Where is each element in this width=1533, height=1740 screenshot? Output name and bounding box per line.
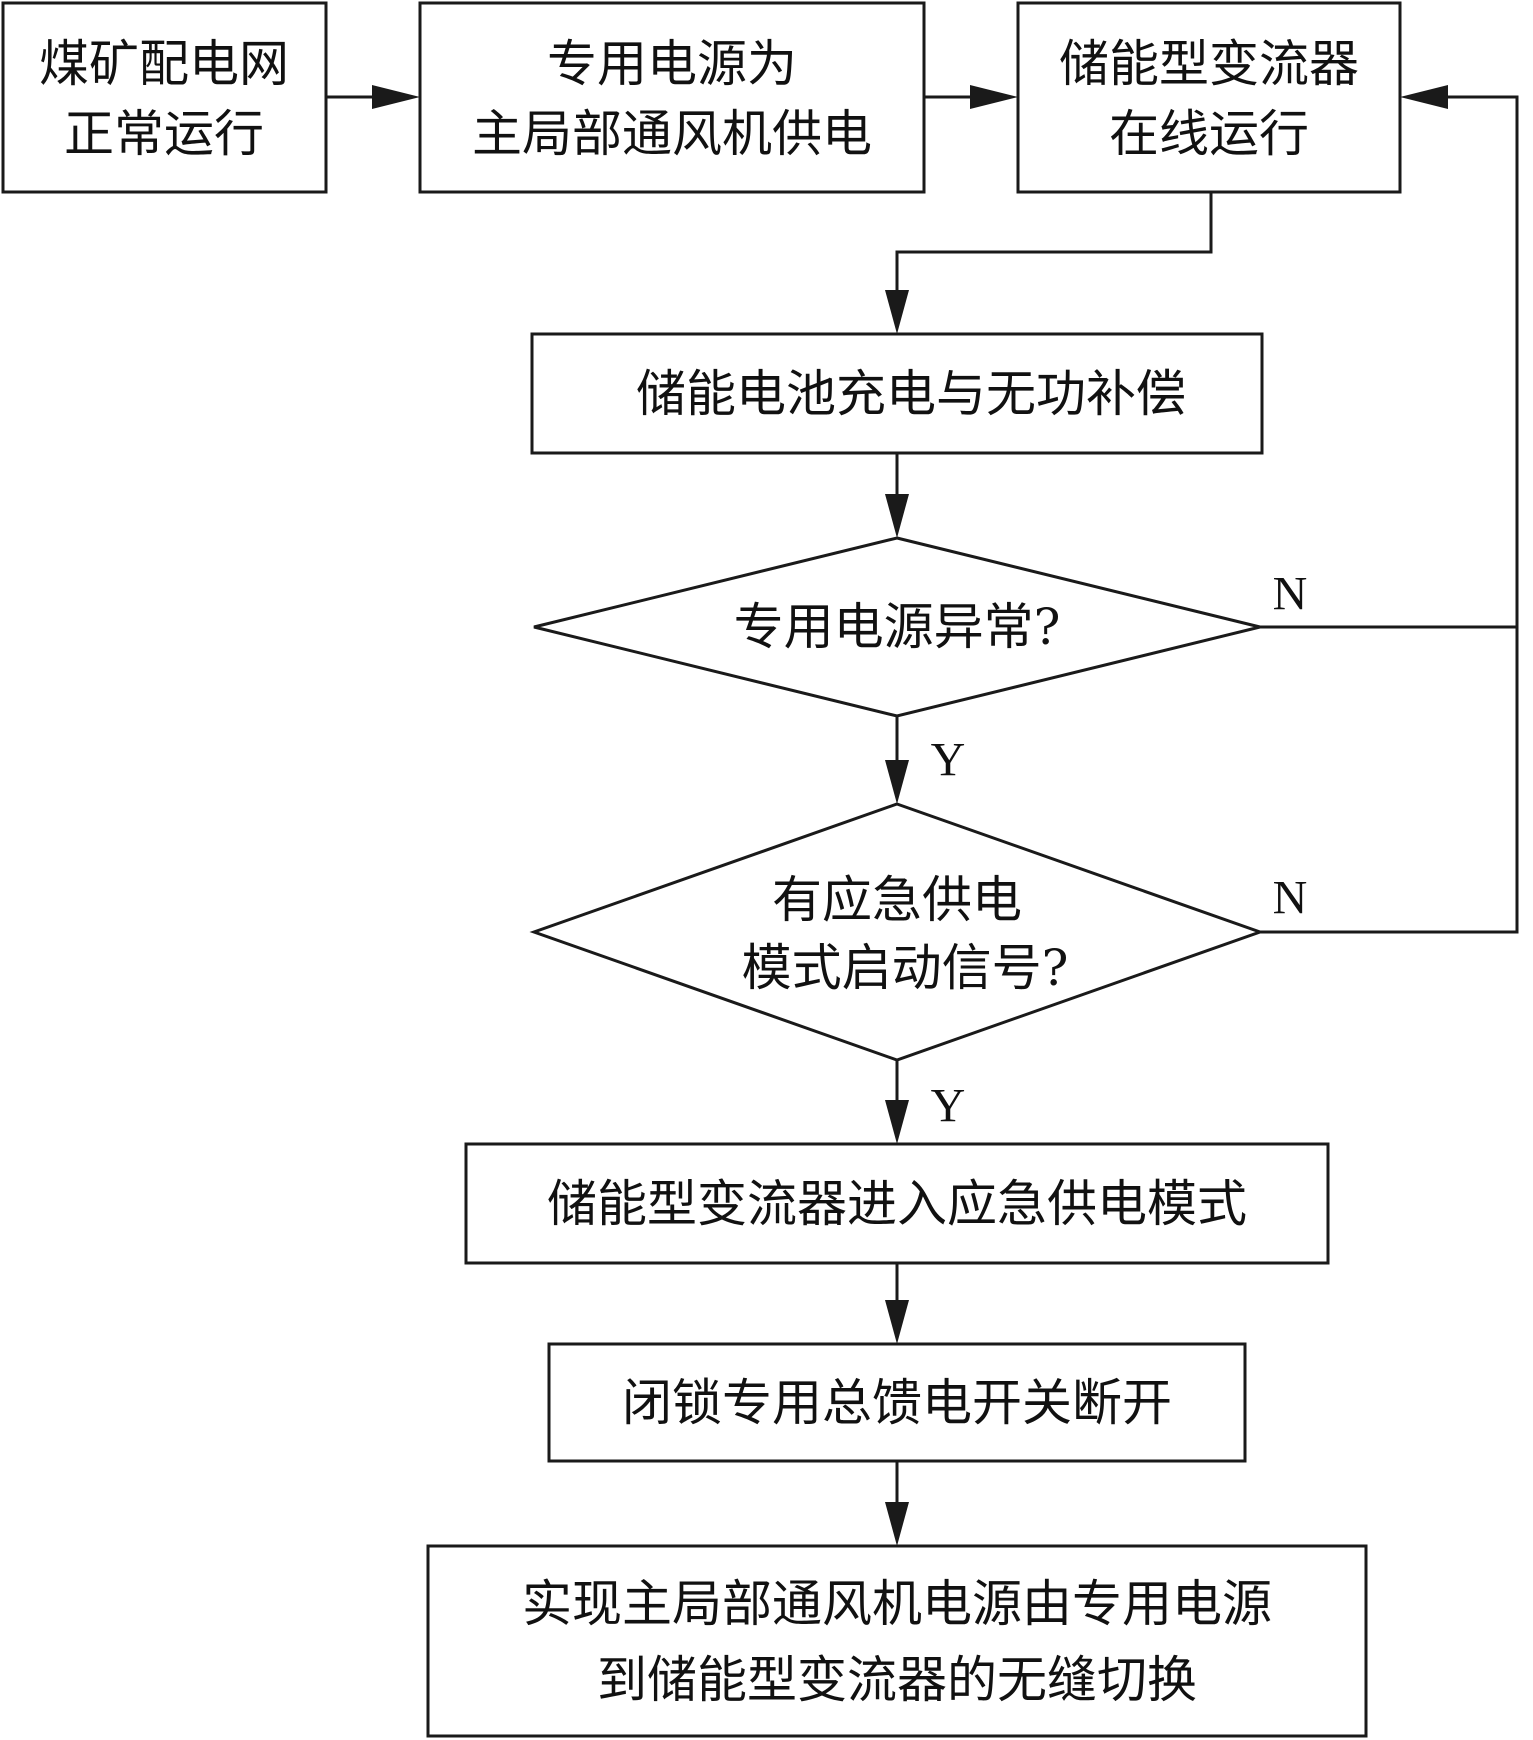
connector-signal-no-loop	[1260, 627, 1519, 934]
node-battery-charge: 储能电池充电与无功补偿	[530, 332, 1264, 455]
node-grid-normal: 煤矿配电网 正常运行	[1, 1, 328, 194]
label-signal-no: N	[1273, 872, 1308, 925]
connector-grid-to-supply	[326, 85, 420, 109]
decision-supply-abnormal: 专用电源异常?	[533, 536, 1261, 718]
connector-supply-to-converter	[924, 85, 1018, 109]
node-seamless-switch-line2: 到储能型变流器的无缝切换	[597, 1651, 1197, 1709]
node-lock-switch: 闭锁专用总馈电开关断开	[547, 1342, 1247, 1463]
node-seamless-switch-line1: 实现主局部通风机电源由专用电源	[522, 1575, 1272, 1633]
decision-emergency-signal-line2: 模式启动信号?	[742, 939, 1069, 997]
node-emergency-mode-text: 储能型变流器进入应急供电模式	[547, 1175, 1247, 1233]
decision-emergency-signal-line1: 有应急供电	[772, 871, 1022, 929]
connector-signal-yes	[885, 1060, 909, 1144]
connector-lock-to-seamless	[885, 1461, 909, 1546]
node-grid-normal-line1: 煤矿配电网	[39, 35, 289, 93]
node-converter-online: 储能型变流器 在线运行	[1016, 1, 1402, 194]
decision-emergency-signal: 有应急供电 模式启动信号?	[529, 802, 1265, 1062]
node-seamless-switch: 实现主局部通风机电源由专用电源 到储能型变流器的无缝切换	[426, 1544, 1368, 1738]
connector-battery-to-abnormal	[885, 453, 909, 538]
node-dedicated-supply: 专用电源为 主局部通风机供电	[418, 1, 926, 194]
node-dedicated-supply-line2: 主局部通风机供电	[472, 105, 872, 163]
node-dedicated-supply-line1: 专用电源为	[547, 35, 797, 93]
connector-mode-to-lock	[885, 1263, 909, 1344]
node-emergency-mode: 储能型变流器进入应急供电模式	[464, 1142, 1330, 1265]
label-abnormal-no: N	[1273, 568, 1308, 621]
label-signal-yes: Y	[931, 1080, 966, 1133]
decision-supply-abnormal-text: 专用电源异常?	[734, 598, 1061, 656]
connector-abnormal-yes	[885, 716, 909, 804]
node-grid-normal-line2: 正常运行	[64, 105, 264, 163]
connector-abnormal-no-loop	[1260, 85, 1519, 629]
label-abnormal-yes: Y	[931, 734, 966, 787]
node-lock-switch-text: 闭锁专用总馈电开关断开	[622, 1374, 1172, 1432]
node-converter-online-line1: 储能型变流器	[1059, 35, 1359, 93]
connector-converter-to-battery	[885, 192, 1213, 334]
node-battery-charge-text: 储能电池充电与无功补偿	[636, 365, 1186, 423]
node-converter-online-line2: 在线运行	[1109, 105, 1309, 163]
